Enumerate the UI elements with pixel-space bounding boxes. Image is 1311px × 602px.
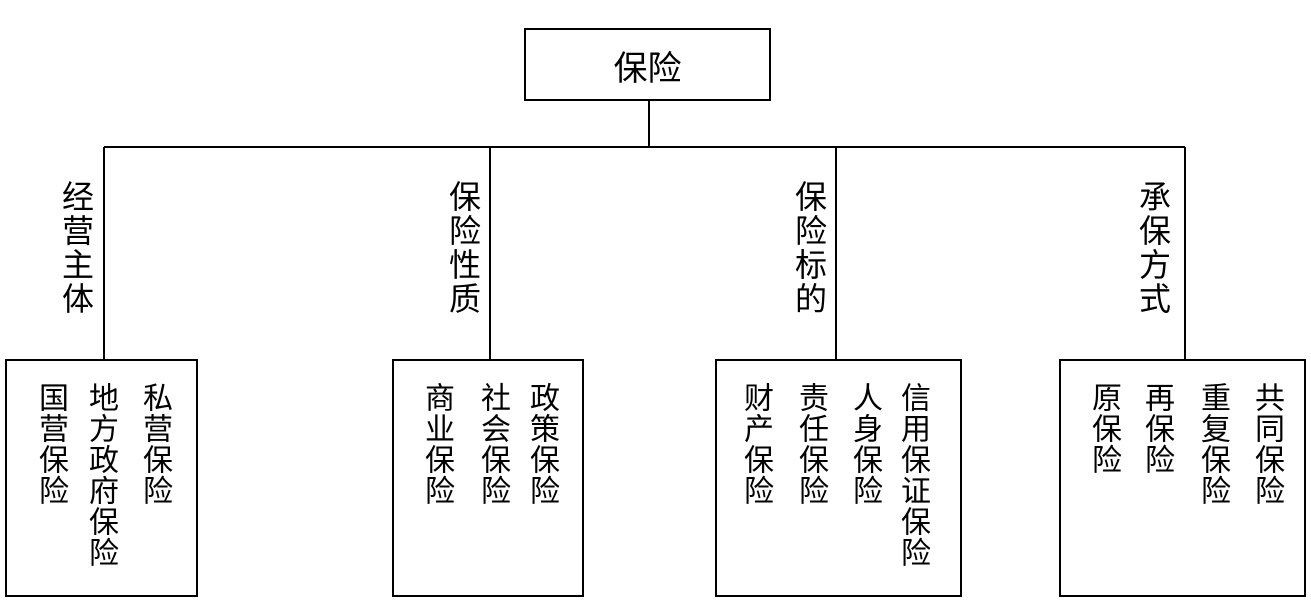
leaf-item-credit-guarantee-insurance: 信用保证保险 xyxy=(895,382,930,568)
leaf-box-2 xyxy=(392,359,584,597)
leaf-item-commercial-insurance: 商业保险 xyxy=(419,382,454,506)
leaf-item-personal-insurance: 人身保险 xyxy=(847,382,882,506)
leaf-item-property-insurance: 财产保险 xyxy=(738,382,773,506)
root-box xyxy=(524,28,771,101)
leaf-box-4 xyxy=(1059,359,1306,597)
leaf-item-local-government-insurance: 地方政府保险 xyxy=(83,382,118,568)
leaf-box-3 xyxy=(715,359,962,597)
leaf-item-reinsurance: 再保险 xyxy=(1139,382,1174,475)
leaf-item-original-insurance: 原保险 xyxy=(1086,382,1121,475)
leaf-item-state-insurance: 国营保险 xyxy=(33,382,68,506)
category-label-insurance-nature: 保险性质 xyxy=(444,180,482,316)
category-label-underwriting-method: 承保方式 xyxy=(1134,180,1172,316)
leaf-item-social-insurance: 社会保险 xyxy=(475,382,510,506)
leaf-box-1 xyxy=(5,359,198,597)
leaf-item-policy-insurance: 政策保险 xyxy=(524,382,559,506)
root-node-label: 保险 xyxy=(613,48,682,89)
leaf-item-liability-insurance: 责任保险 xyxy=(793,382,828,506)
leaf-item-co-insurance: 共同保险 xyxy=(1249,382,1284,506)
category-label-operating-entity: 经营主体 xyxy=(57,180,95,316)
leaf-item-double-insurance: 重复保险 xyxy=(1195,382,1230,506)
leaf-item-private-insurance: 私营保险 xyxy=(137,382,172,506)
category-label-insurance-subject: 保险标的 xyxy=(790,180,828,316)
